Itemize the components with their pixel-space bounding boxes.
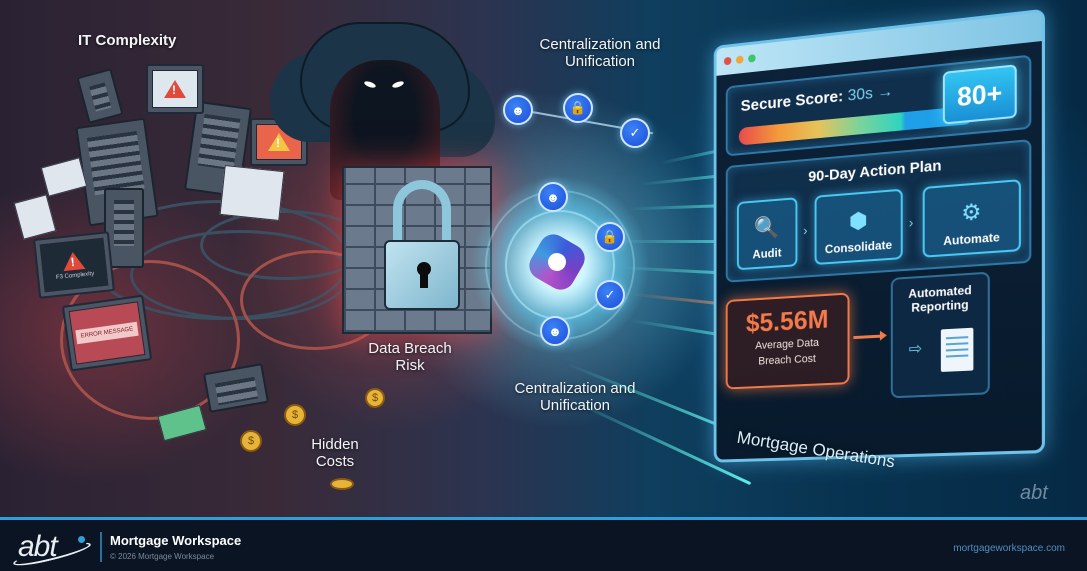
secure-score-from: 30s [847,85,873,105]
padlock-shackle [393,180,451,250]
warning-icon [164,80,186,98]
coin-icon: $ [284,404,306,426]
action-plan-panel: 90-Day Action Plan 🔍 Audit › ⬢ Consolida… [725,139,1032,283]
footer-divider [100,532,102,562]
document-scrap [13,194,57,240]
window-close-dot[interactable] [723,56,732,66]
shield-check-icon[interactable]: ✓ [595,280,625,310]
coin-icon [330,478,354,490]
illustration-scene: IT Complexity F3 Complexity ERROR MESSAG… [0,0,1087,517]
monitor-error: ERROR MESSAGE [61,294,153,372]
footer-bar: abt Mortgage Workspace © 2026 Mortgage W… [0,517,1087,571]
secure-score-label: Secure Score: [740,88,844,116]
breach-cost-card: $5.56M Average Data Breach Cost [725,292,850,390]
complexity-screen-text: F3 Complexity [55,270,95,281]
step-audit-label: Audit [752,245,782,262]
shield-check-icon[interactable]: ✓ [620,118,650,148]
chevron-right-icon: › [908,214,914,231]
centralization-top-label: Centralization and Unification [539,36,661,71]
data-breach-risk-label: Data Breach Risk [368,340,452,375]
keyhole-icon [417,262,431,288]
window-minimize-dot[interactable] [736,55,744,65]
footer-url-link[interactable]: mortgageworkspace.com [953,543,1065,554]
monitor-complexity: F3 Complexity [33,231,115,299]
error-screen-text: ERROR MESSAGE [75,321,139,345]
warning-icon [61,250,86,271]
monitor-warning [146,64,204,114]
warning-icon [268,133,290,151]
user-settings-icon[interactable]: ☻ [540,316,570,346]
cable-tangle [60,260,240,420]
step-consolidate-label: Consolidate [824,237,893,257]
coin-icon: $ [240,430,262,452]
document-scrap [40,157,88,197]
audit-magnifier-icon: 🔍 [754,214,780,241]
abt-logo[interactable]: abt [11,530,93,570]
chevron-right-icon: › [803,222,808,239]
it-complexity-label: IT Complexity [78,32,177,49]
coin-icon: $ [365,388,385,408]
hidden-costs-label: Hidden Costs [311,436,359,471]
monitor-warning-red [250,118,308,166]
lock-icon[interactable]: 🔒 [595,222,625,252]
cracked-padlock-icon [384,240,460,310]
cube-icon: ⬢ [848,207,868,234]
window-maximize-dot[interactable] [748,54,756,63]
server-tower-icon [104,188,144,268]
automated-reporting-card: Automated Reporting ⇨ [890,271,990,399]
secure-score-text: Secure Score: 30s → [741,83,893,116]
footer-title: Mortgage Workspace [110,533,242,548]
document-scrap [219,165,285,221]
user-admin-icon[interactable]: ☻ [503,95,533,125]
gear-icon: ⚙ [961,198,982,226]
server-tower-icon [76,68,124,124]
data-flow-line [620,240,770,243]
document-icon [940,327,974,372]
dashboard-window: Secure Score: 30s → 80+ 90-Day Action Pl… [713,8,1045,463]
abt-watermark-logo: abt [1020,482,1048,504]
arrow-right-icon [853,334,883,340]
arrow-right-icon: → [877,83,894,102]
step-automate[interactable]: ⚙ Automate [922,179,1021,258]
step-audit[interactable]: 🔍 Audit [736,197,798,271]
shield-lock-icon[interactable]: 🔒 [563,93,593,123]
secure-score-target-badge: 80+ [942,64,1017,125]
inflow-arrows-icon: ⇨ [908,340,923,359]
footer-copyright: © 2026 Mortgage Workspace [110,552,215,561]
villain-eye [363,80,377,89]
step-automate-label: Automate [943,229,1000,249]
step-consolidate[interactable]: ⬢ Consolidate [814,188,903,266]
user-settings-icon[interactable]: ☻ [538,182,568,212]
abt-logo-text: abt [18,530,58,563]
logo-dot-icon [78,536,85,543]
breach-cost-value: $5.56M [745,303,829,338]
villain-eye [391,80,405,89]
